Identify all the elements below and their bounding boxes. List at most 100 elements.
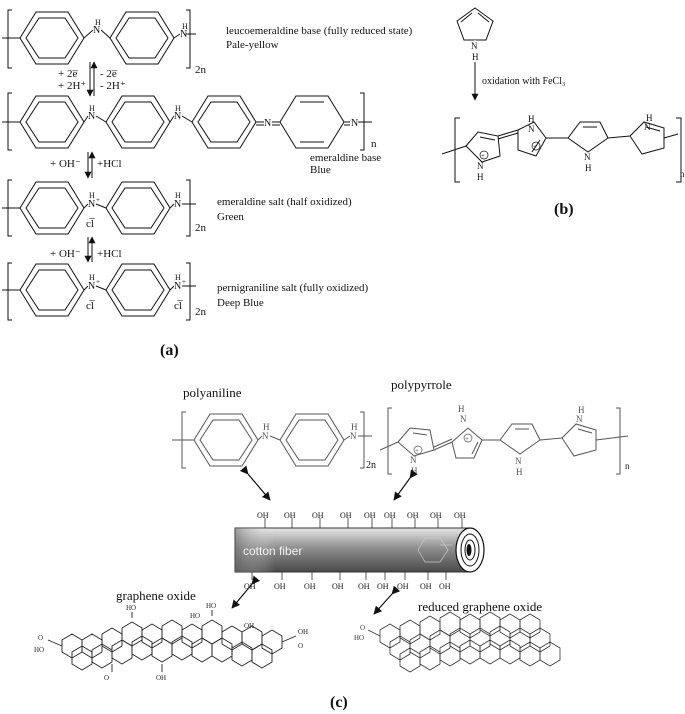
step1-right-a: - 2e̅ [100,68,117,80]
polyaniline-title: polyaniline [183,385,242,400]
svg-text:N: N [576,414,583,424]
svg-text:N: N [174,111,181,122]
oh-top-4: OH [340,511,352,520]
step1-left-a: + 2e̅ [58,68,78,80]
svg-text:H: H [411,466,418,476]
svg-text:O: O [298,642,303,650]
sub-n-b: n [680,169,685,179]
panel-c-structures [172,407,629,475]
svg-text:H: H [578,405,585,415]
oh-top-3: OH [312,511,324,520]
svg-text:O: O [104,674,109,682]
svg-text:H: H [89,104,95,113]
oh-top-7: OH [407,511,419,520]
sub-n-row2: n [371,138,377,150]
svg-text:N: N [264,118,271,129]
svg-text:N: N [477,161,484,171]
svg-text:O: O [360,624,365,632]
svg-text:N: N [410,455,417,465]
svg-text:H: H [516,467,523,477]
step3-right: +HCl [97,248,122,260]
svg-text:N: N [528,124,535,134]
oh-bottom-2: OH [274,582,286,591]
svg-text:OH: OH [298,628,308,636]
svg-text:H: H [95,18,101,27]
graphene-oxide-title: graphene oxide [116,588,196,603]
reduced-graphene-oxide-sheet [367,611,561,673]
oh-bottom-9: OH [439,582,451,591]
emeraldine-base-structure [2,92,372,151]
emeraldine-salt-structure [2,179,196,237]
reduced-graphene-oxide-groups: OHO [354,624,365,642]
svg-text:N: N [515,456,522,466]
chloride-row4-b: cl̅ [174,300,182,312]
svg-text:H: H [458,404,465,414]
svg-text:+: + [96,278,100,286]
svg-text:N: N [351,118,358,129]
svg-text:H: H [175,104,181,113]
step3-left: + OH⁻ [50,248,81,260]
sub-2n-row3: 2n [195,222,206,234]
sub-2n-row1: 2n [195,64,206,76]
oh-top-8: OH [430,511,442,520]
oh-bottom-4: OH [332,582,344,591]
oh-top-2: OH [284,511,296,520]
emeraldine-base-name: emeraldine base [310,152,382,164]
equilibrium-arrows [84,61,98,263]
interaction-arrows [231,465,418,615]
svg-text:O: O [38,634,43,642]
oh-top-1: OH [257,511,269,520]
svg-text:+: + [415,447,419,455]
oh-top-5: OH [364,511,376,520]
svg-text:+: + [465,435,469,443]
svg-text:HO: HO [190,612,200,620]
sub-2n-row4: 2n [195,306,206,318]
step2-right: +HCl [97,158,122,170]
sub-2n-c: 2n [366,460,376,471]
svg-text:H: H [585,163,592,173]
polyaniline-structure-c [172,411,372,469]
svg-text:N: N [174,281,181,292]
pyrrole-monomer [456,7,494,46]
leucoemeraldine-structure [2,9,196,69]
svg-text:N: N [644,122,651,132]
cotton-fiber-label: cotton fiber [243,544,303,558]
svg-text:HO: HO [126,604,136,612]
reduced-graphene-oxide-title: reduced graphene oxide [418,599,543,614]
emeraldine-base-color: Blue [310,164,331,176]
svg-text:H: H [263,422,270,432]
pernigraniline-structure [2,262,196,321]
svg-text:H: H [175,191,181,200]
polypyrrole-chain-b [441,117,682,183]
svg-text:H: H [646,113,653,123]
svg-text:N: N [350,431,357,441]
svg-text:N: N [174,199,181,210]
svg-text:+: + [96,196,100,204]
panel-a-structures [2,9,372,321]
oh-bottom-5: OH [358,582,370,591]
panel-b-label: (b) [554,201,574,218]
oh-bottom-3: OH [304,582,316,591]
panel-b-structures [441,7,682,183]
polypyrrole-structure-c [379,407,629,475]
hydroxyl-groups [251,518,463,580]
step1-left-b: + 2H⁺ [58,80,87,92]
panel-a-label: (a) [160,342,179,359]
emeraldine-salt-color: Green [217,211,244,223]
svg-text:+: + [182,278,186,286]
svg-text:OH: OH [244,622,254,630]
pernigraniline-name: pernigraniline salt (fully oxidized) [217,282,369,294]
sub-n-c: n [625,461,630,471]
svg-text:+: + [481,152,485,160]
leuco-color: Pale-yellow [226,39,279,51]
svg-text:N: N [180,29,187,40]
graphene-oxide-sheet [47,610,297,672]
panel-c-label: (c) [330,694,348,711]
polypyrrole-title: polypyrrole [391,377,452,392]
svg-text:HO: HO [206,602,216,610]
svg-text:N: N [460,414,467,424]
svg-text:H: H [175,273,181,282]
chloride-row3: cl̅ [86,218,94,230]
svg-text:N: N [88,199,95,210]
